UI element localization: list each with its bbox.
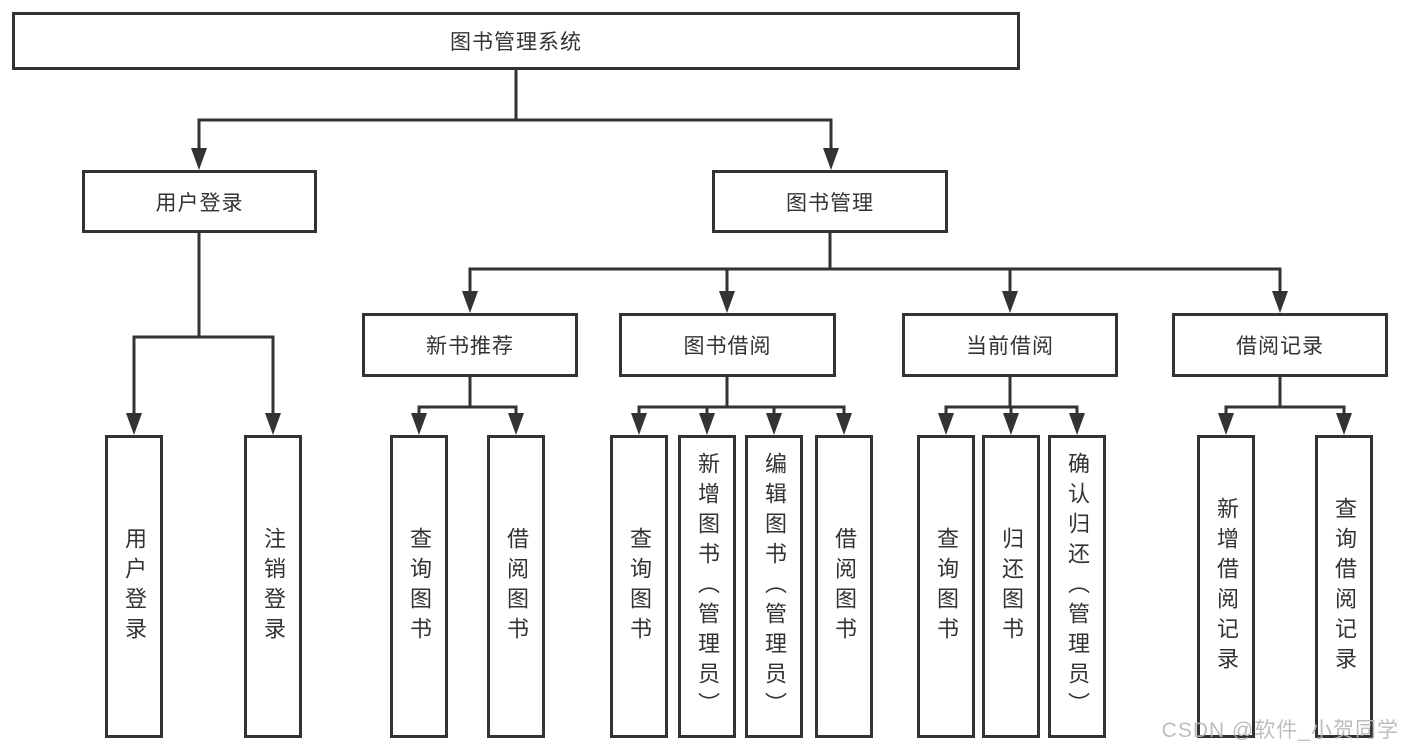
node-borrow-records: 借阅记录: [1172, 313, 1388, 377]
leaf-confirm-return-admin: 确认归还（管理员）: [1048, 435, 1106, 738]
leaf-query-books-borrow-label: 查询图书: [627, 526, 652, 647]
leaf-query-books-recommend-label: 查询图书: [407, 526, 432, 647]
leaf-query-borrow-record: 查询借阅记录: [1315, 435, 1373, 738]
node-book-management: 图书管理: [712, 170, 948, 233]
csdn-watermark: CSDN @软件_小贺同学: [1161, 719, 1399, 742]
leaf-add-books-admin-label: 新增图书（管理员）: [695, 451, 720, 722]
node-current-borrow: 当前借阅: [902, 313, 1118, 377]
node-book-borrow: 图书借阅: [619, 313, 836, 377]
leaf-edit-books-admin-label: 编辑图书（管理员）: [762, 451, 787, 722]
leaf-add-borrow-record-label: 新增借阅记录: [1214, 496, 1239, 677]
leaf-return-books: 归还图书: [982, 435, 1040, 738]
leaf-query-books-current: 查询图书: [917, 435, 975, 738]
leaf-query-borrow-record-label: 查询借阅记录: [1332, 496, 1357, 677]
leaf-confirm-return-admin-label: 确认归还（管理员）: [1065, 451, 1090, 722]
leaf-add-books-admin: 新增图书（管理员）: [678, 435, 736, 738]
leaf-return-books-label: 归还图书: [999, 526, 1024, 647]
node-user-login: 用户登录: [82, 170, 317, 233]
leaf-user-login: 用户登录: [105, 435, 163, 738]
leaf-query-books-recommend: 查询图书: [390, 435, 448, 738]
leaf-edit-books-admin: 编辑图书（管理员）: [745, 435, 803, 738]
leaf-borrow-books: 借阅图书: [815, 435, 873, 738]
node-library-system: 图书管理系统: [12, 12, 1020, 70]
leaf-logout-label: 注销登录: [261, 526, 286, 647]
node-new-book-recommend: 新书推荐: [362, 313, 578, 377]
leaf-borrow-books-recommend: 借阅图书: [487, 435, 545, 738]
leaf-query-books-current-label: 查询图书: [934, 526, 959, 647]
leaf-query-books-borrow: 查询图书: [610, 435, 668, 738]
leaf-add-borrow-record: 新增借阅记录: [1197, 435, 1255, 738]
leaf-logout: 注销登录: [244, 435, 302, 738]
leaf-borrow-books-recommend-label: 借阅图书: [504, 526, 529, 647]
leaf-borrow-books-label: 借阅图书: [832, 526, 857, 647]
leaf-user-login-label: 用户登录: [122, 526, 147, 647]
